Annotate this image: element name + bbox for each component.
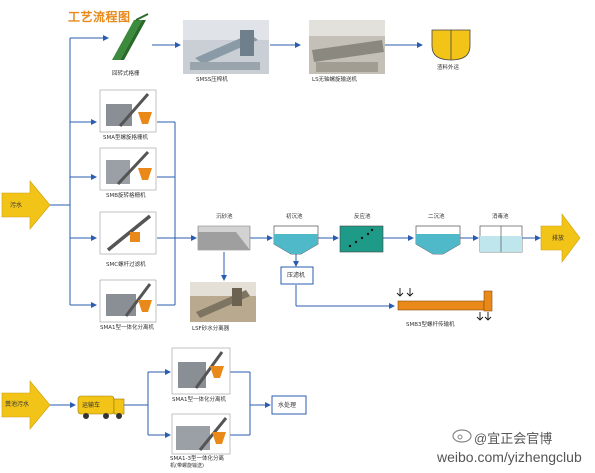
septic-separator-1-label: SMA1型一体化分离机 xyxy=(172,397,226,403)
screen-4-label: SMA1型一体化分离机 xyxy=(100,325,154,331)
grit-tank-label: 沉砂池 xyxy=(216,214,233,220)
primary-tank-graphic xyxy=(273,225,319,255)
slag-bin-graphic xyxy=(431,29,471,61)
water-treatment-box xyxy=(271,395,307,415)
grit-tank-graphic xyxy=(197,225,251,251)
screen-machine-4 xyxy=(99,279,157,323)
screw-conveyor-graphic xyxy=(396,288,493,321)
screw-conveyor-label: SMB3型螺杆传输机 xyxy=(406,322,455,328)
filter-press-label: 压滤机 xyxy=(287,272,306,279)
septic-sewage-input-arrow xyxy=(1,380,51,430)
filter-press-box xyxy=(280,266,314,285)
septic-separator-2-label-line1: SMA1-3型一体化分离 xyxy=(170,456,224,462)
sand-separator-photo xyxy=(190,282,256,322)
reaction-tank-graphic xyxy=(339,225,384,253)
septic-separator-1-photo xyxy=(171,347,231,395)
conveyor-photo xyxy=(309,20,385,74)
secondary-tank-label: 二沉池 xyxy=(428,214,445,220)
reaction-tank-label: 反应池 xyxy=(354,214,371,220)
truck-graphic xyxy=(77,395,125,419)
slag-label: 渣料外运 xyxy=(437,65,460,71)
watermark-handle: @宜正会官博 xyxy=(474,431,553,446)
screen-machine-2 xyxy=(99,147,157,191)
weibo-logo-icon xyxy=(452,429,472,443)
watermark-url: weibo.com/yizhengclub xyxy=(437,449,582,465)
screen-machine-1 xyxy=(99,89,157,133)
diagram-title: 工艺流程图 xyxy=(68,10,131,24)
septic-separator-2-label-line2: 机(带螺旋输送) xyxy=(170,463,204,469)
connectors xyxy=(50,35,541,438)
discharge-arrow xyxy=(540,213,581,263)
screen-1-label: SMA型螺旋格栅机 xyxy=(103,135,148,141)
secondary-tank-graphic xyxy=(415,225,461,255)
rotary-grille-graphic xyxy=(112,13,149,60)
sand-separator-label: LSF砂水分离器 xyxy=(192,326,230,332)
screen-3-label: SMC螺杆过滤机 xyxy=(106,262,146,268)
sewage-input-arrow xyxy=(1,180,51,230)
press-label: SMSS压榨机 xyxy=(196,77,228,83)
disinfection-tank-graphic xyxy=(479,225,523,253)
sewage-input-label: 污水 xyxy=(10,202,23,209)
septic-sewage-input-label: 粪池污水 xyxy=(5,401,30,408)
press-photo xyxy=(183,20,269,74)
primary-tank-label: 初沉池 xyxy=(286,214,303,220)
water-treatment-label: 水处理 xyxy=(278,402,297,409)
discharge-label: 排放 xyxy=(552,235,565,242)
septic-separator-2-photo xyxy=(171,413,231,455)
screen-2-label: SMB旋转格栅机 xyxy=(106,193,146,199)
rotary-grille-label: 回转式格栅 xyxy=(112,71,140,77)
truck-label: 运输车 xyxy=(82,402,101,409)
screen-machine-3 xyxy=(99,211,157,255)
disinfection-tank-label: 消毒池 xyxy=(492,214,509,220)
conveyor-label: LS无轴螺旋输送机 xyxy=(312,77,358,83)
